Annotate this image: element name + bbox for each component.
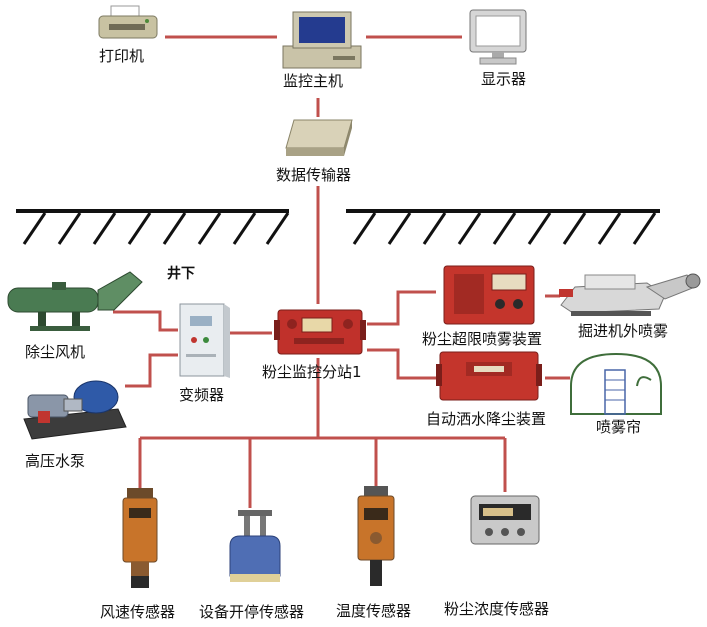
data-transmitter-label: 数据传输器 — [276, 166, 352, 184]
vfd-label: 变频器 — [179, 386, 225, 404]
vfd-icon — [179, 303, 230, 378]
printer-label: 打印机 — [99, 47, 145, 65]
underground-label: 井下 — [167, 266, 195, 282]
high-pressure-pump-icon — [23, 380, 127, 440]
auto-sprinkler-label: 自动洒水降尘装置 — [426, 410, 547, 428]
printer-icon — [98, 5, 158, 39]
roadheader-icon — [559, 273, 701, 316]
overlimit-spray-icon — [443, 265, 535, 325]
dust-substation-icon — [274, 309, 366, 355]
monitor-icon — [469, 9, 527, 65]
spray-curtain-icon — [570, 352, 662, 415]
dust-fan-icon — [7, 271, 143, 331]
temperature-sensor-label: 温度传感器 — [336, 602, 412, 620]
dust-concentration-sensor-icon — [470, 495, 540, 545]
auto-sprinkler-icon — [436, 351, 542, 401]
wind-speed-sensor-label: 风速传感器 — [100, 603, 176, 621]
monitor-label: 显示器 — [481, 70, 527, 88]
dust-substation-label: 粉尘监控分站1 — [262, 363, 362, 381]
dust-concentration-sensor-label: 粉尘浓度传感器 — [444, 600, 550, 618]
mine-roof-right — [346, 209, 660, 245]
monitoring-host-label: 监控主机 — [283, 72, 344, 90]
monitoring-host-icon — [282, 11, 362, 69]
dust-fan-label: 除尘风机 — [25, 343, 86, 361]
temperature-sensor-icon — [357, 486, 395, 586]
spray-curtain-label: 喷雾帘 — [596, 418, 642, 436]
data-transmitter-icon — [285, 119, 353, 156]
equipment-switch-sensor-label: 设备开停传感器 — [199, 603, 305, 621]
equipment-switch-sensor-icon — [229, 510, 281, 582]
high-pressure-pump-label: 高压水泵 — [25, 452, 86, 470]
connection-wires — [113, 35, 570, 508]
overlimit-spray-label: 粉尘超限喷雾装置 — [422, 330, 543, 348]
wind-speed-sensor-icon — [122, 488, 158, 588]
mine-roof-left — [16, 209, 290, 245]
roadheader-label: 掘进机外喷雾 — [578, 322, 669, 340]
